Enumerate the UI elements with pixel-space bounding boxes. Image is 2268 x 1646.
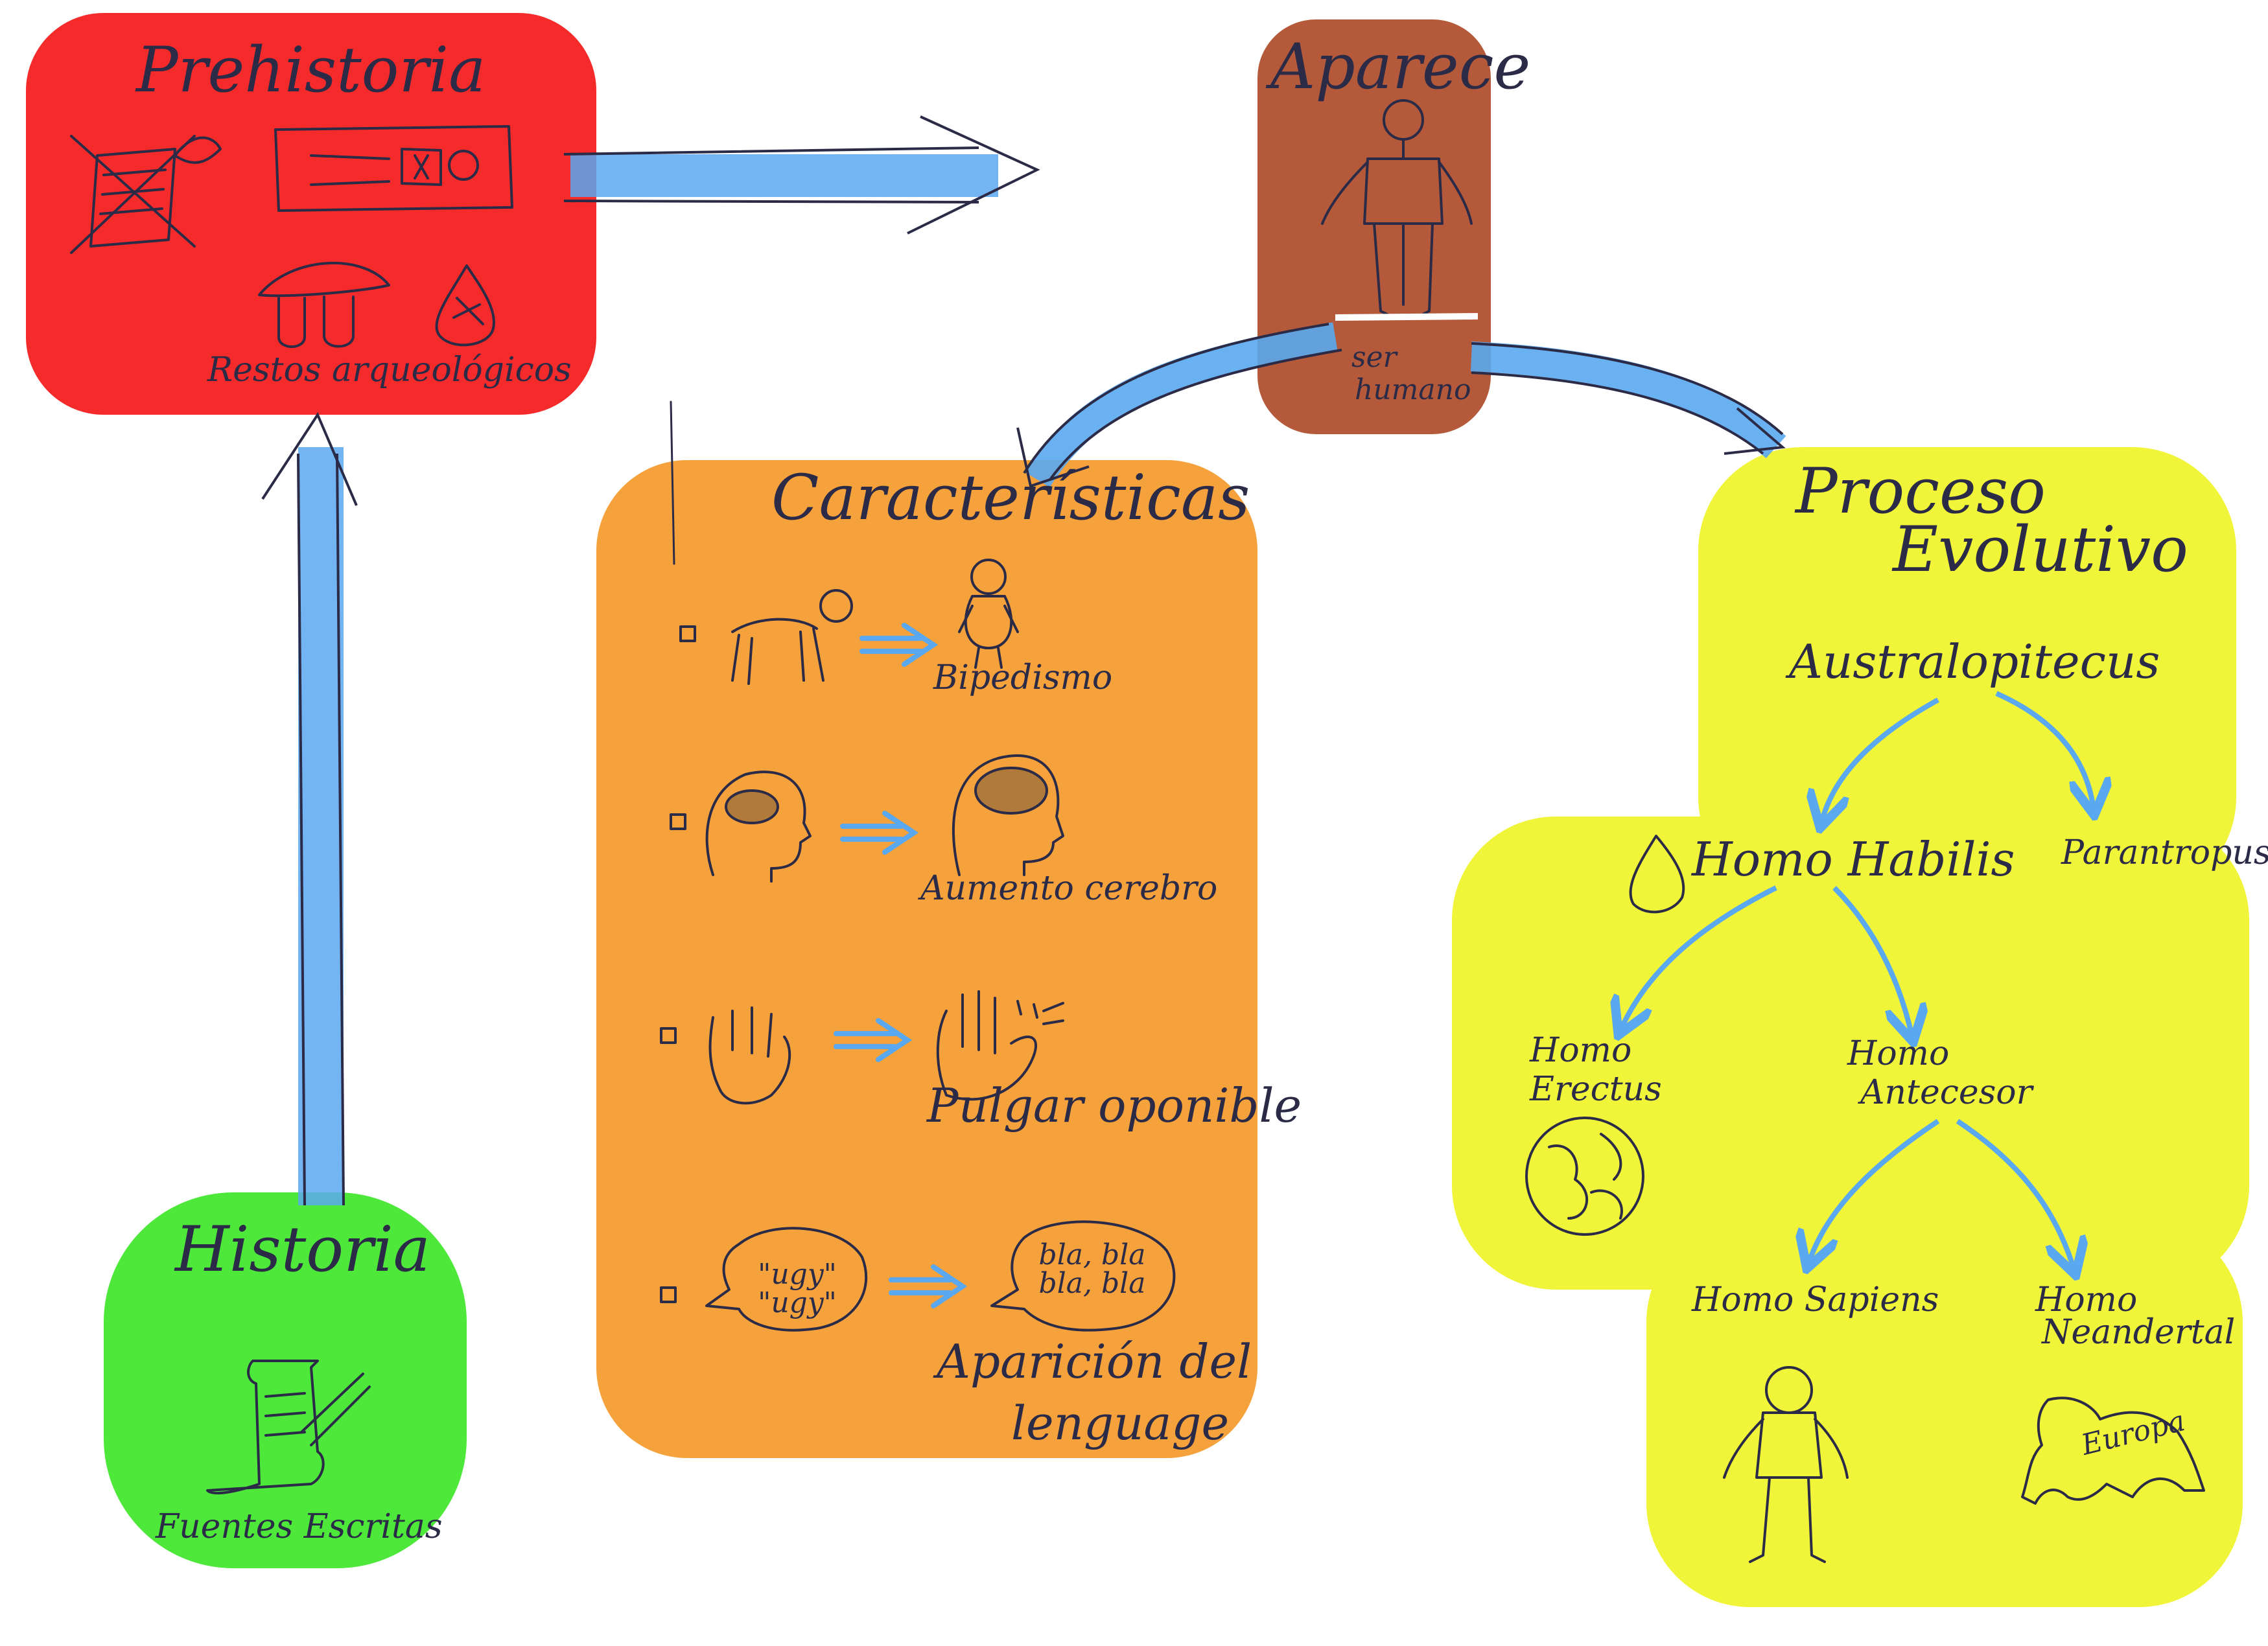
arrow-habilis-to-erectus [1620,885,1777,1030]
node-homo-erectus-2: Erectus [1530,1070,1662,1109]
small-brain-head-icon [705,771,812,883]
node-homo-sapiens: Homo Sapiens [1692,1281,1939,1319]
aparece-title: Aparece [1270,30,1531,103]
proceso-title-2: Evolutivo [1893,513,2188,586]
scroll-document-icon [206,1360,371,1495]
dolmen-icon [258,261,390,348]
feature-arrows [834,623,968,1308]
sapiens-figure-icon [1723,1366,1849,1563]
aparece-caption-2: humano [1355,373,1471,406]
caracteristicas-title: Características [771,461,1250,534]
aparece-divider [1335,313,1479,321]
arrow-historia-to-prehistoria [261,412,358,1206]
europe-map-icon [2021,1397,2205,1505]
bubble-right-text: bla, bla bla, bla [1038,1238,1146,1300]
feature-lenguaje-line2: lenguage [1011,1396,1230,1450]
globe-icon [1525,1117,1644,1236]
node-parantropus: Parantropus [2061,833,2268,872]
feature-bipedismo: Bipedismo [933,658,1113,697]
prehistoria-title: Prehistoria [136,34,486,106]
crossed-document-icon [70,135,222,254]
proceso-title-1: Proceso [1795,455,2046,527]
aparece-caption-1: ser [1351,341,1397,374]
opposable-thumb-hand-icon [936,990,1064,1101]
speech-bubble-right-icon [990,1220,1176,1332]
feature-pulgar-oponible: Pulgar oponible [927,1078,1302,1133]
bubble-left-text: "ugy" "ugy" [758,1258,837,1319]
standing-child-icon [958,559,1019,669]
evolution-arrows [1620,691,2094,1270]
arrow-aparece-to-proceso [1470,342,1786,459]
arrow-antecesor-to-neandertal [1956,1119,2074,1270]
large-brain-head-icon [952,754,1064,876]
feature-aumento-cerebro: Aumento cerebro [920,869,1218,908]
prehistoria-caption: Restos arqueológicos [207,351,572,389]
skeleton-tomb-icon [274,125,513,212]
node-homo-habilis: Homo Habilis [1692,832,2015,887]
arrow-habilis-to-antecesor [1832,886,1912,1037]
historia-caption: Fuentes Escritas [156,1507,443,1546]
arrow-prehistoria-to-aparece [563,115,1040,235]
arrow-australo-to-habilis [1821,697,1939,823]
feature-lenguaje-line1: Aparición del [937,1334,1252,1389]
node-australopitecus: Australopitecus [1789,634,2160,689]
node-homo-neandertal-1: Homo [2035,1281,2138,1319]
bullet-squares [660,625,696,1303]
habilis-tool-icon [1629,835,1685,914]
hand-icon [708,1006,791,1105]
human-figure-icon [1321,99,1473,319]
arrow-australo-to-parantropus [1995,691,2094,810]
margin-line [670,400,675,565]
hand-axe-icon [435,264,495,347]
node-homo-antecesor-1: Homo [1847,1034,1950,1073]
node-homo-erectus-1: Homo [1530,1031,1632,1070]
arrow-antecesor-to-sapiens [1808,1119,1940,1264]
node-homo-antecesor-2: Antecesor [1860,1073,2033,1112]
quadruped-icon [731,589,853,685]
speech-bubble-left-icon [705,1227,868,1332]
arrow-aparece-to-caracteristicas [1016,322,1342,488]
prehistoria-blob [26,13,596,415]
node-homo-neandertal-2: Neandertal [2042,1313,2236,1352]
historia-title: Historia [175,1213,430,1286]
historia-blob [104,1192,467,1568]
